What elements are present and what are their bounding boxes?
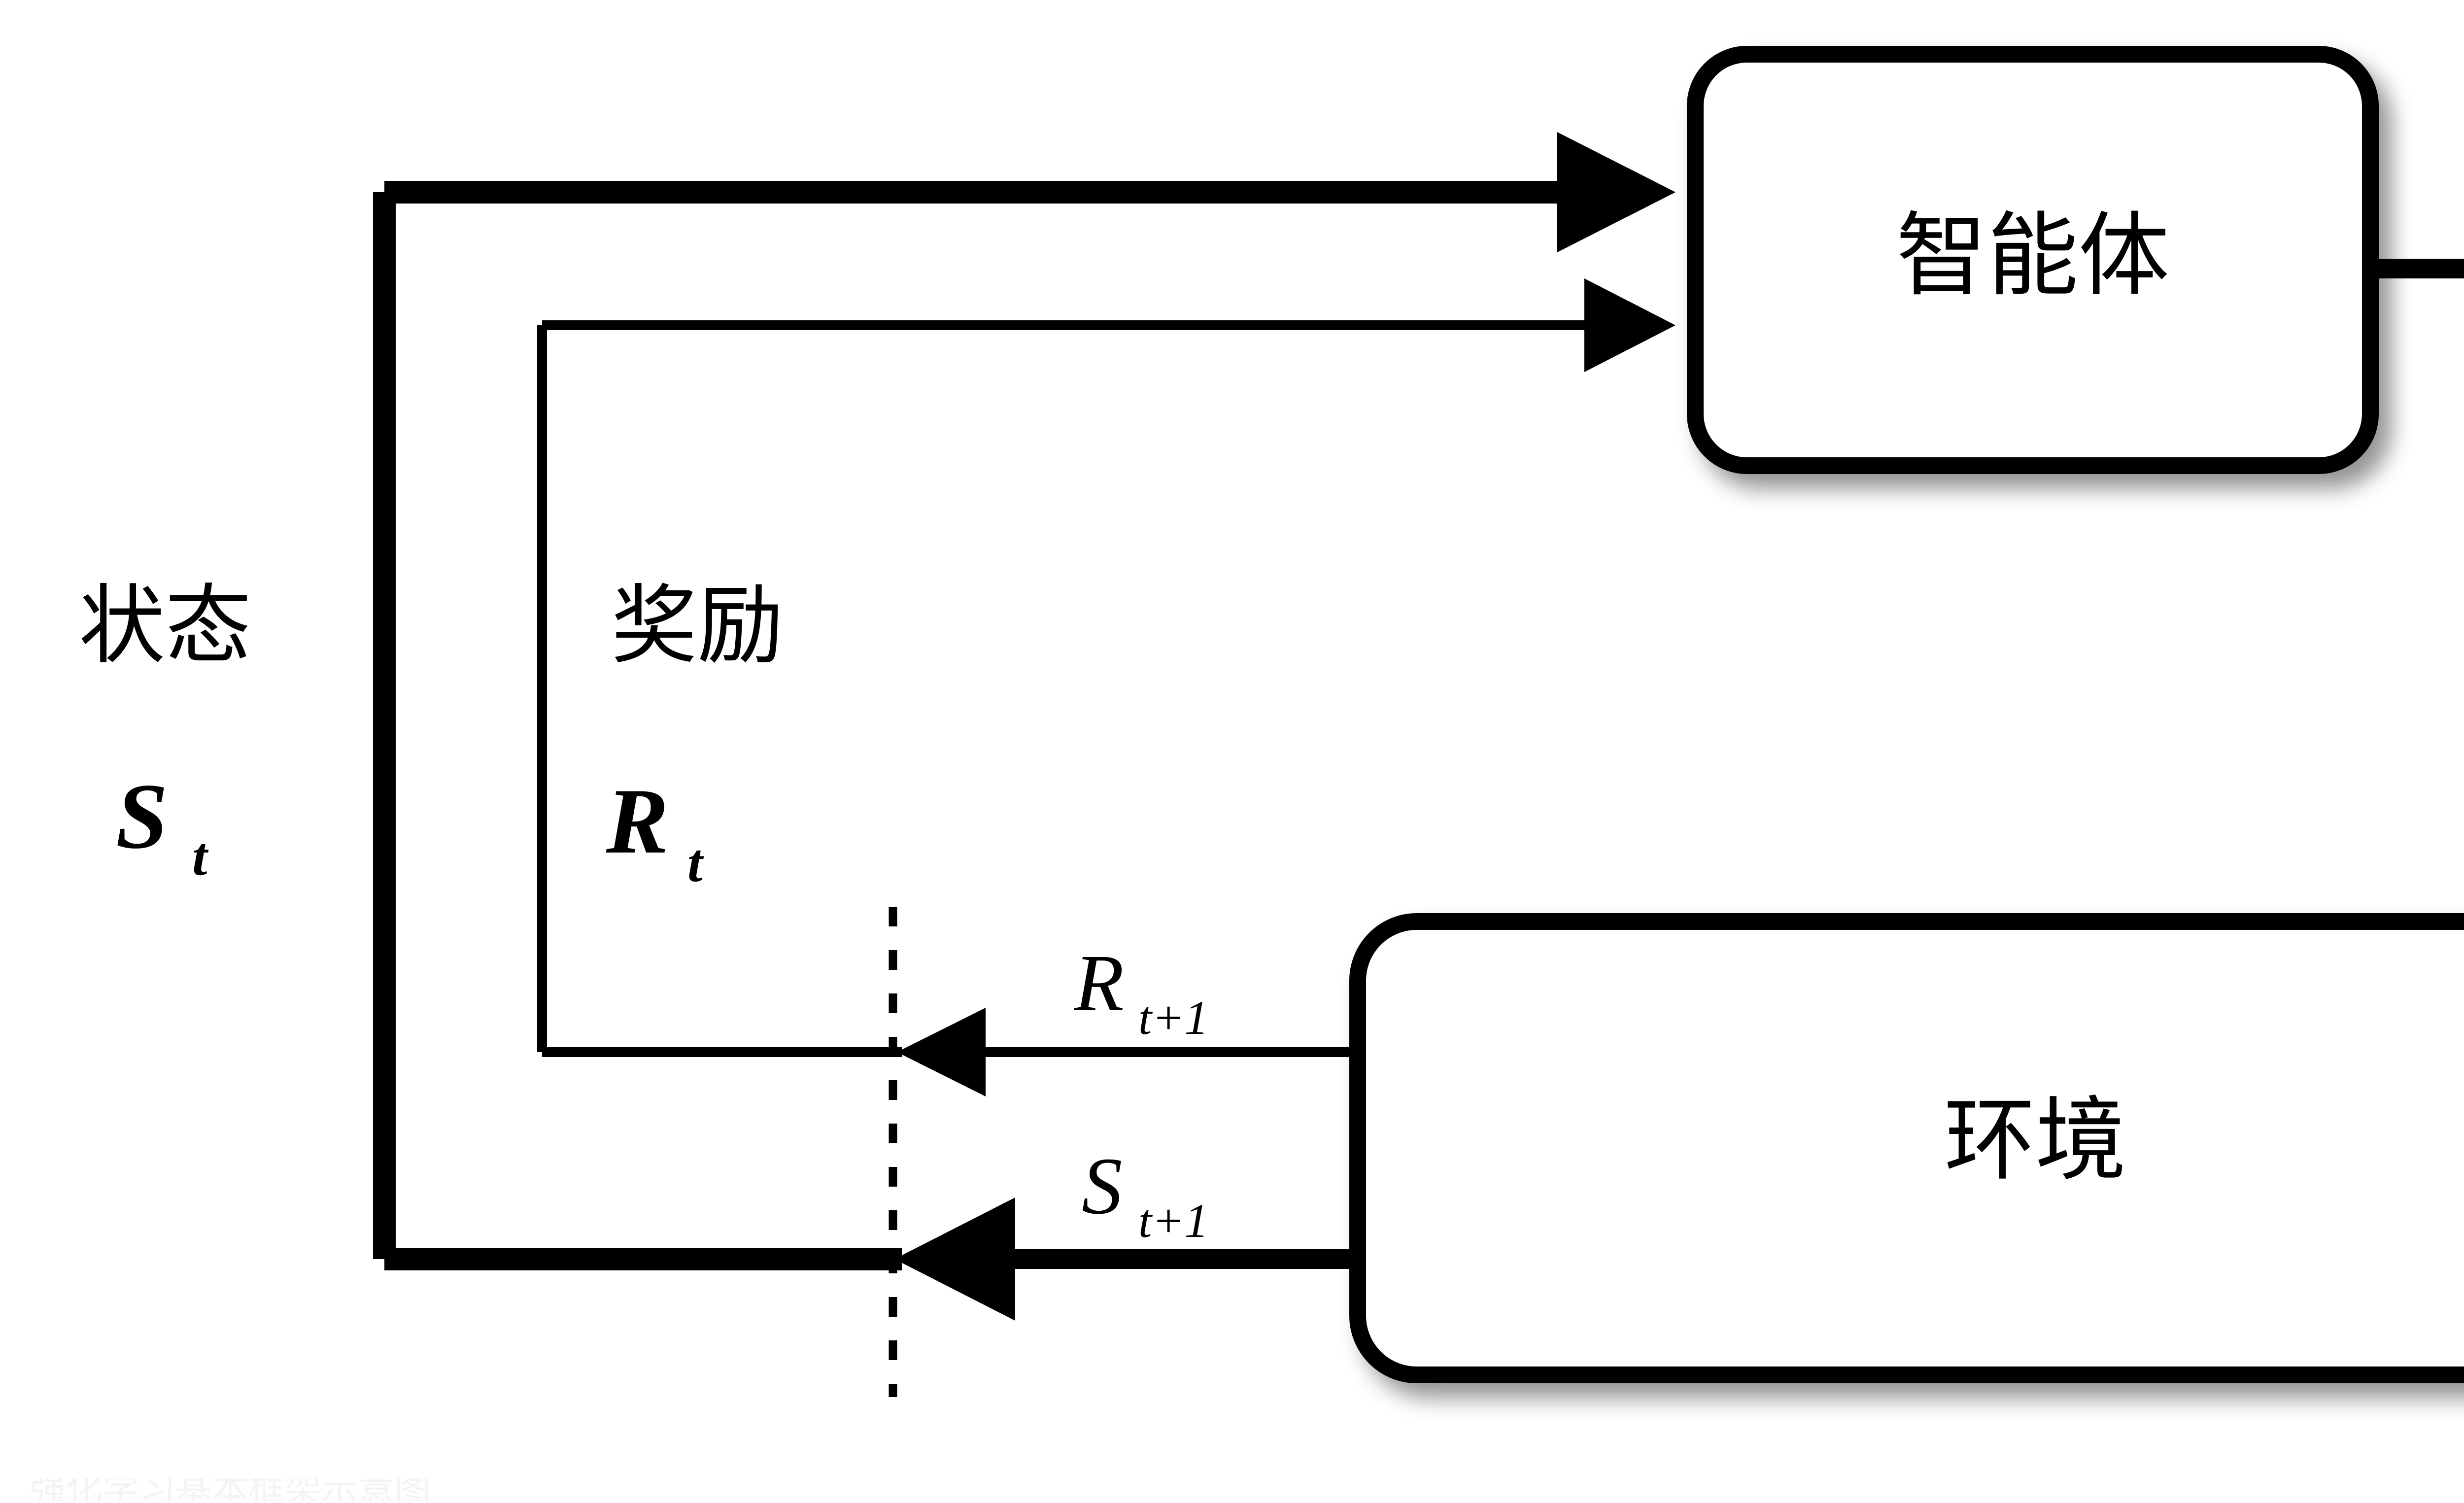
reward-arrowhead-into-agent xyxy=(1584,278,1676,372)
reward-symbol-subscript: t xyxy=(687,833,704,893)
environment-box[interactable] xyxy=(1349,913,2464,1383)
state-arrowhead-into-agent xyxy=(1557,132,1676,252)
state-cjk-label: 状态 xyxy=(79,579,251,674)
next-state-label-group: S t+1 xyxy=(1082,1141,1208,1248)
state-symbol-subscript: t xyxy=(192,826,209,887)
next-reward-symbol: R xyxy=(1074,938,1124,1028)
agent-node[interactable]: 智能体 xyxy=(1687,46,2379,474)
next-reward-arrowhead xyxy=(897,1008,986,1096)
environment-node[interactable]: 环境 xyxy=(1349,913,2464,1383)
next-state-arrow xyxy=(894,1197,1358,1321)
state-symbol: S xyxy=(116,765,168,868)
next-state-arrowhead xyxy=(894,1197,1015,1321)
figure-caption: 强化学习基本框架示意图 xyxy=(30,1478,431,1501)
environment-label: 环境 xyxy=(1944,1091,2126,1192)
next-reward-label-group: R t+1 xyxy=(1074,938,1208,1045)
next-state-subscript: t+1 xyxy=(1138,1195,1208,1248)
state-feedback-path xyxy=(373,132,1676,1270)
next-state-symbol: S xyxy=(1082,1141,1123,1231)
next-reward-arrow xyxy=(897,1008,1358,1096)
reward-cjk-label: 奖励 xyxy=(611,579,784,674)
reward-label-group: 奖励 R t xyxy=(606,579,784,893)
state-label-group: 状态 S t xyxy=(79,579,251,887)
agent-label: 智能体 xyxy=(1896,206,2170,307)
reward-feedback-path xyxy=(537,278,1676,1057)
agent-box[interactable] xyxy=(1687,46,2379,474)
next-reward-subscript: t+1 xyxy=(1138,991,1208,1045)
reward-symbol: R xyxy=(606,770,669,873)
